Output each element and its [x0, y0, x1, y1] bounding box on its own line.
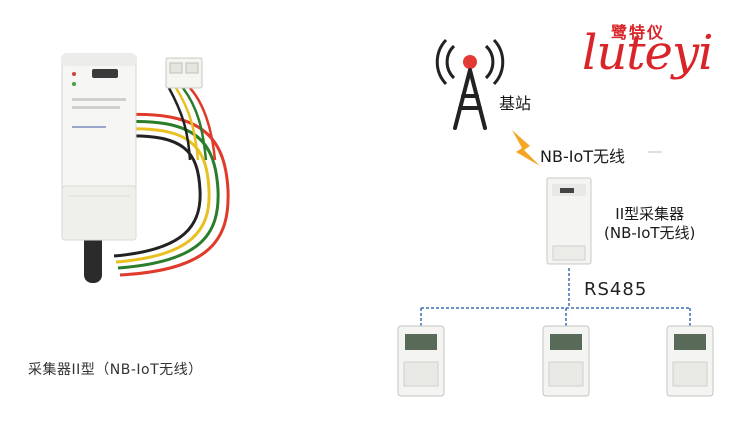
collector-label-line2: (NB-IoT无线)	[604, 224, 696, 242]
meter-2-icon	[542, 325, 590, 397]
nb-iot-link-label: NB-IoT无线	[540, 147, 626, 166]
brand-chinese-name: 鹭特仪	[611, 23, 666, 42]
meter-1-icon	[397, 325, 445, 397]
collector-device-photo	[61, 53, 230, 283]
collector-label-line1: II型采集器	[615, 205, 685, 223]
meter-3-icon	[666, 325, 714, 397]
brand-logo-text: luteyi	[582, 25, 713, 81]
lightning-bolt-icon	[512, 130, 540, 166]
collector-device-icon	[546, 177, 592, 265]
rs485-bus-label: RS485	[584, 279, 648, 300]
base-station-label: 基站	[499, 94, 532, 113]
collector-label: II型采集器 (NB-IoT无线)	[604, 205, 695, 243]
device-caption: 采集器II型（NB-IoT无线）	[28, 362, 203, 378]
antenna-tower-icon	[435, 38, 505, 130]
